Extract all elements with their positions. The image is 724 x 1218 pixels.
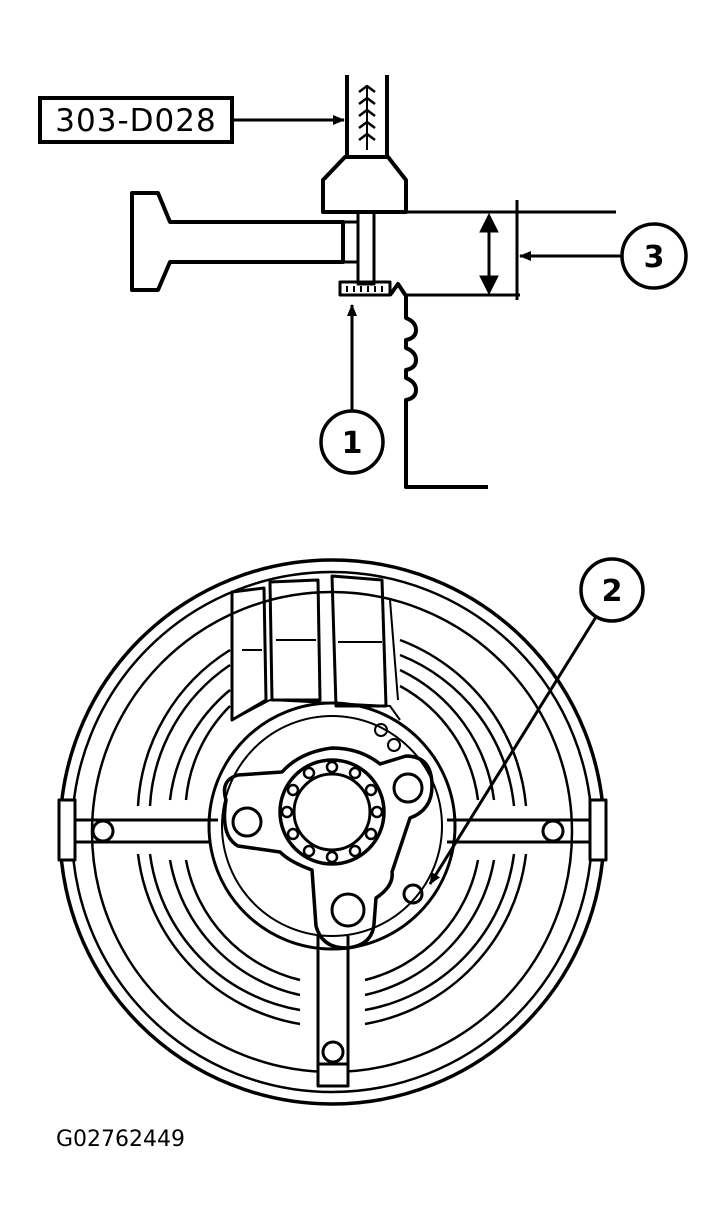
hub-flange bbox=[222, 746, 434, 950]
callout-1: 1 bbox=[319, 409, 385, 475]
hub-face-view bbox=[57, 558, 608, 1106]
slots bbox=[136, 638, 528, 1026]
bearing-balls bbox=[280, 760, 384, 864]
tool-label-box: 303-D028 bbox=[38, 96, 234, 144]
tool-pin bbox=[356, 210, 376, 286]
tool-label: 303-D028 bbox=[55, 103, 216, 139]
callout-1-label: 1 bbox=[342, 426, 363, 461]
tool-detail bbox=[130, 75, 616, 489]
center-bearing bbox=[278, 758, 386, 866]
top-segments bbox=[230, 574, 401, 722]
callout-3: 3 bbox=[620, 222, 688, 290]
callout-2: 2 bbox=[579, 557, 645, 623]
callout-3-label: 3 bbox=[644, 240, 665, 275]
tool-shaft bbox=[345, 75, 389, 157]
dimension-arrow bbox=[479, 212, 499, 296]
outer-rim bbox=[58, 558, 606, 1106]
callout-2-leader bbox=[428, 616, 598, 885]
tool-collar bbox=[321, 155, 408, 214]
spindle bbox=[130, 191, 345, 292]
figure-id: G02762449 bbox=[56, 1127, 185, 1152]
housing-wall bbox=[388, 282, 488, 489]
callout-2-label: 2 bbox=[602, 574, 623, 609]
shim bbox=[338, 280, 392, 297]
